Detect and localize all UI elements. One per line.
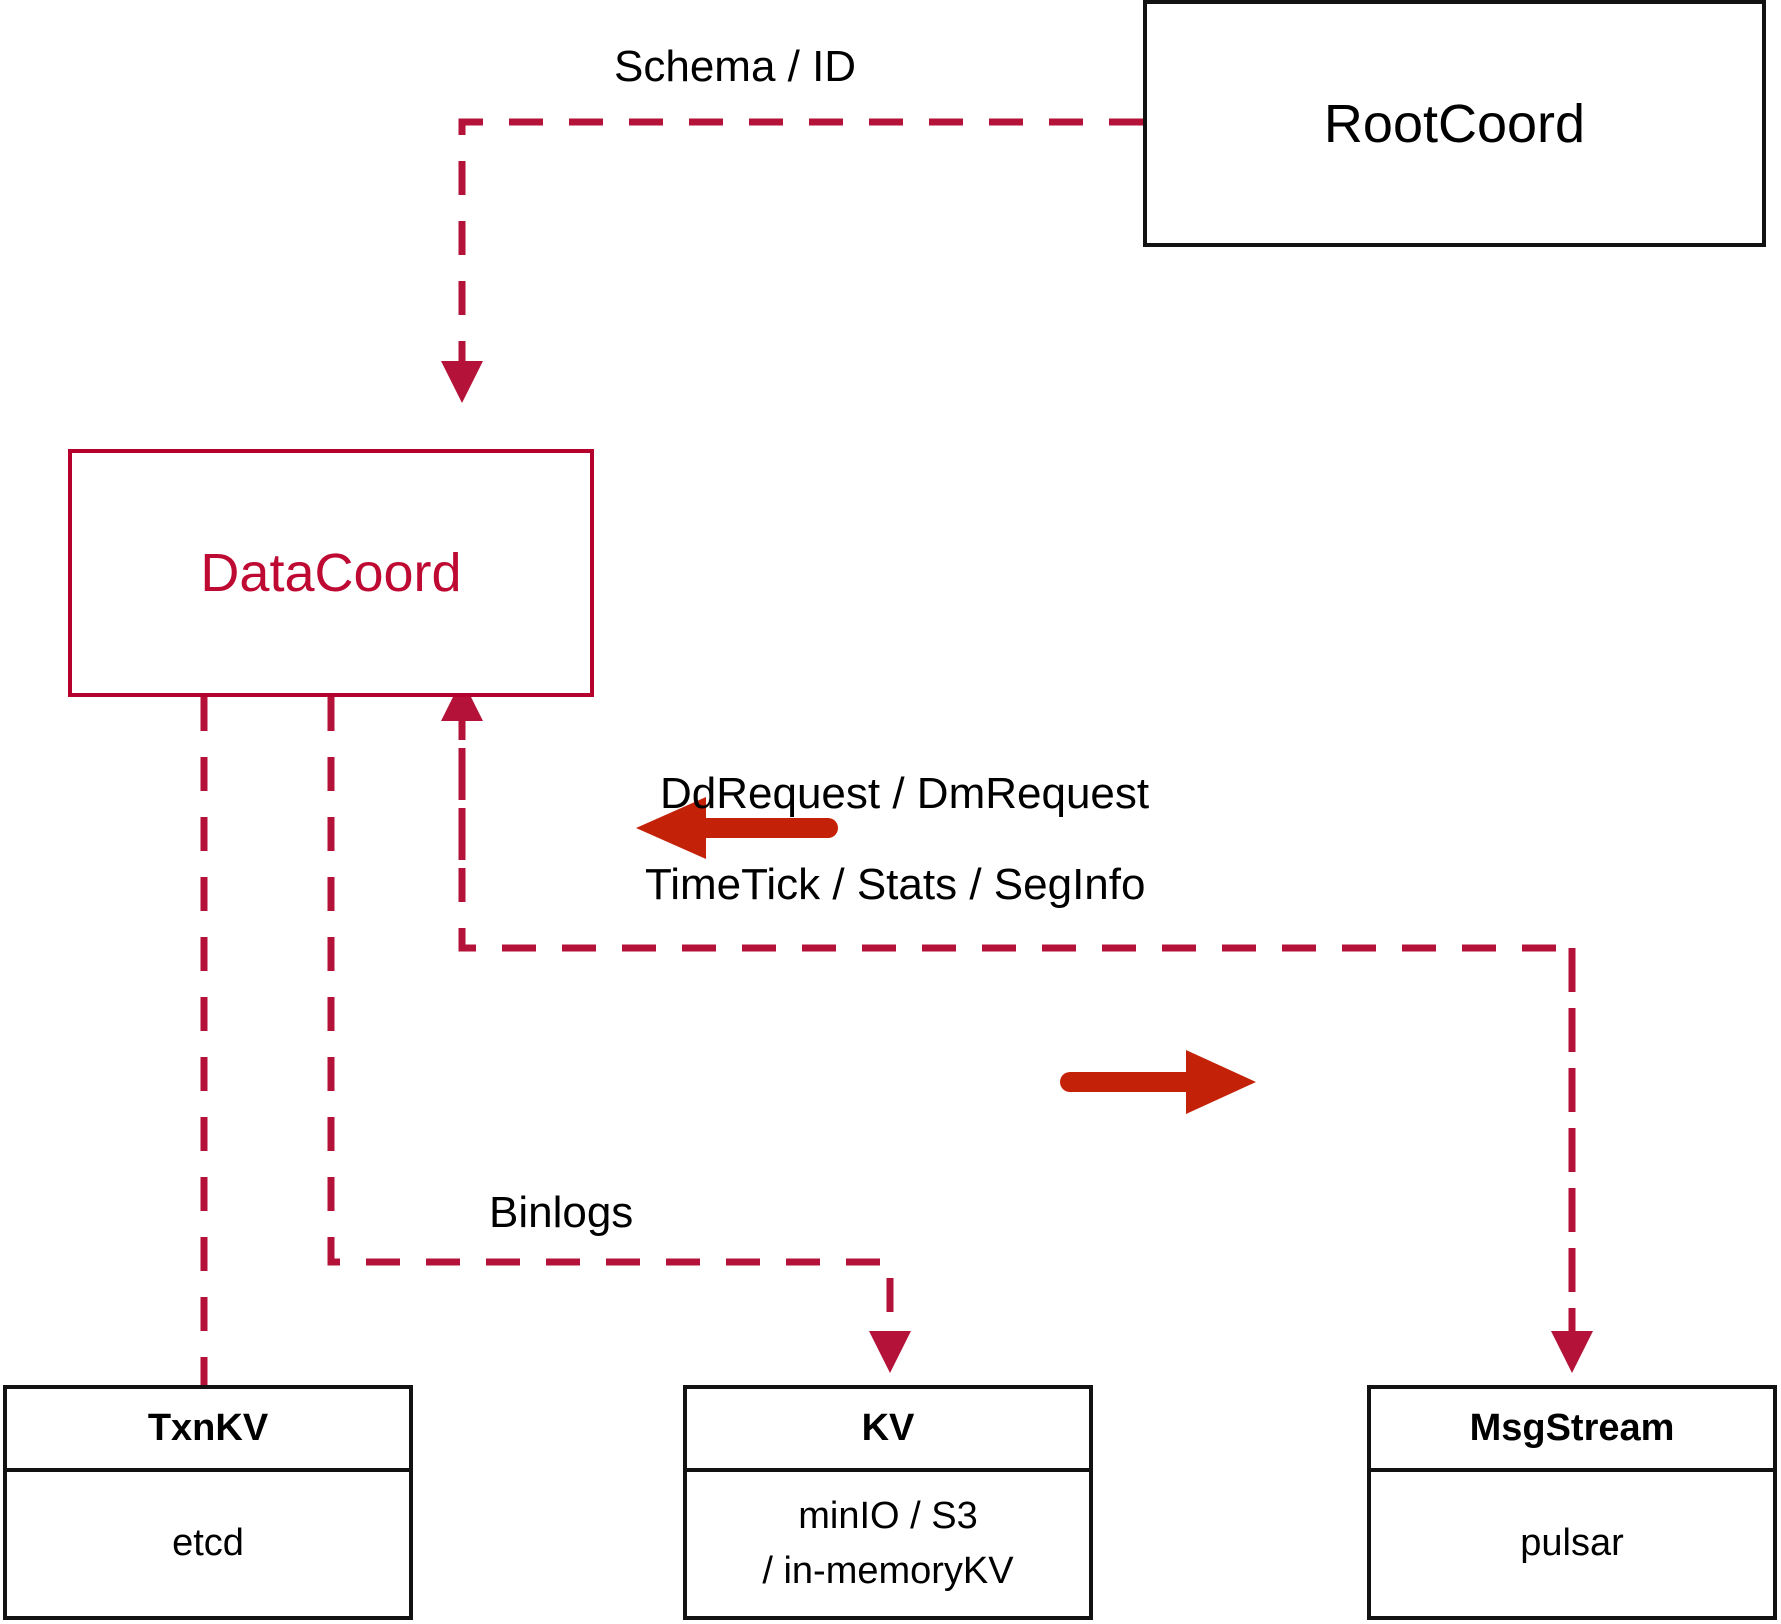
node-kv-body: minIO / S3 / in-memoryKV [687, 1472, 1089, 1616]
node-kv[interactable]: KV minIO / S3 / in-memoryKV [683, 1385, 1093, 1620]
edge-label-schema-id: Schema / ID [614, 42, 857, 91]
edge-label-timetick-stats-seginfo: TimeTick / Stats / SegInfo [645, 860, 1146, 909]
node-rootcoord[interactable]: RootCoord [1143, 0, 1766, 247]
node-datacoord[interactable]: DataCoord [68, 449, 594, 697]
node-txnkv-header: TxnKV [7, 1389, 409, 1472]
arrow-incoming-left-icon [636, 797, 838, 859]
node-rootcoord-label: RootCoord [1323, 93, 1586, 154]
node-msgstream[interactable]: MsgStream pulsar [1367, 1385, 1777, 1620]
edge-schema-id [441, 118, 1143, 403]
edge-msgstream-datacoord [441, 679, 1593, 1373]
edge-label-dd-dm-request: DdRequest / DmRequest [660, 769, 1150, 818]
arrow-outgoing-right-icon [1060, 1050, 1256, 1114]
edge-binlogs [327, 697, 911, 1373]
edge-label-binlogs: Binlogs [489, 1188, 634, 1237]
node-txnkv[interactable]: TxnKV etcd [3, 1385, 413, 1620]
node-kv-header: KV [687, 1389, 1089, 1472]
node-datacoord-label: DataCoord [200, 543, 462, 603]
node-txnkv-body-line: etcd [172, 1522, 244, 1565]
node-msgstream-body: pulsar [1371, 1472, 1773, 1616]
node-msgstream-body-line: pulsar [1520, 1522, 1624, 1565]
node-txnkv-body: etcd [7, 1472, 409, 1616]
node-kv-body-line: minIO / S3 [798, 1494, 978, 1537]
node-kv-body-line: / in-memoryKV [762, 1550, 1014, 1592]
node-msgstream-header: MsgStream [1371, 1389, 1773, 1472]
